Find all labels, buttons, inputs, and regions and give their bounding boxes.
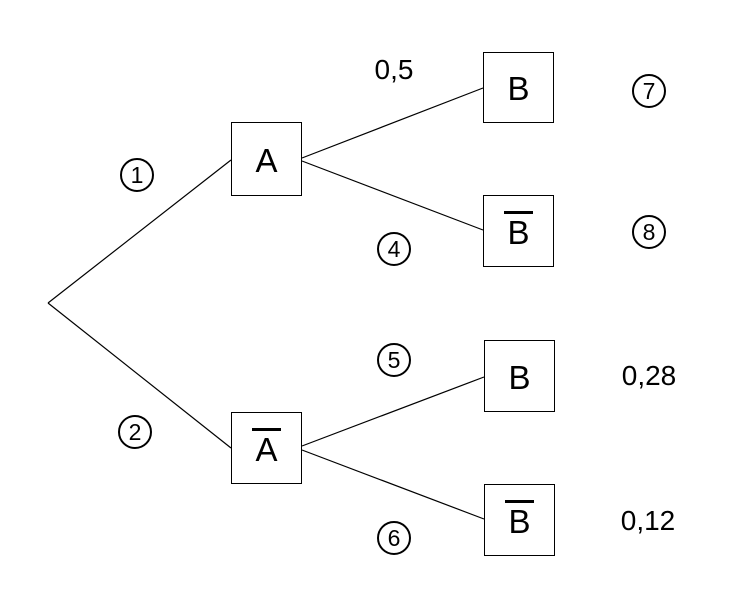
- circled-number-5-text: 5: [387, 346, 401, 373]
- node-box-b-complement-after-a: B: [483, 195, 554, 267]
- node-box-a: A: [231, 122, 302, 196]
- branch-line-a-to-bbar: [301, 160, 484, 231]
- branch-line-root-to-a: [47, 159, 232, 304]
- circled-number-7-text: 7: [642, 77, 656, 104]
- node-label-b-after-a: B: [507, 70, 530, 107]
- circled-number-6-text: 6: [387, 524, 401, 551]
- node-box-b-after-a: B: [483, 52, 554, 123]
- circled-number-8: 8: [632, 215, 666, 249]
- branch-line-abar-to-b: [301, 376, 485, 447]
- circled-number-2: 2: [118, 415, 152, 449]
- circled-number-2-text: 2: [128, 418, 142, 445]
- circled-number-8-text: 8: [642, 218, 656, 245]
- node-box-b-complement-after-a-complement: B: [484, 484, 555, 556]
- node-box-a-complement: A: [231, 412, 302, 484]
- branch-probability-a-to-b: 0,5: [374, 54, 414, 85]
- node-label-b-complement-after-a-complement: B: [505, 499, 534, 540]
- outcome-probability-abar-b: 0,28: [621, 360, 677, 391]
- node-label-b-complement-after-a: B: [504, 210, 533, 251]
- node-label-b-after-a-complement: B: [508, 358, 531, 396]
- circled-number-7: 7: [632, 74, 666, 108]
- circled-number-4: 4: [377, 232, 411, 266]
- branch-line-abar-to-bbar: [301, 449, 485, 520]
- branch-line-a-to-b: [301, 87, 484, 159]
- circled-number-4-text: 4: [387, 235, 401, 262]
- outcome-probability-abar-bbar: 0,12: [620, 505, 676, 536]
- node-label-a-complement: A: [252, 427, 281, 468]
- circled-number-6: 6: [377, 521, 411, 555]
- node-box-b-after-a-complement: B: [484, 340, 555, 412]
- circled-number-1-text: 1: [130, 161, 144, 188]
- circled-number-5: 5: [377, 343, 411, 377]
- circled-number-1: 1: [120, 158, 154, 192]
- branch-line-root-to-abar: [47, 302, 232, 449]
- node-label-a: A: [255, 141, 278, 179]
